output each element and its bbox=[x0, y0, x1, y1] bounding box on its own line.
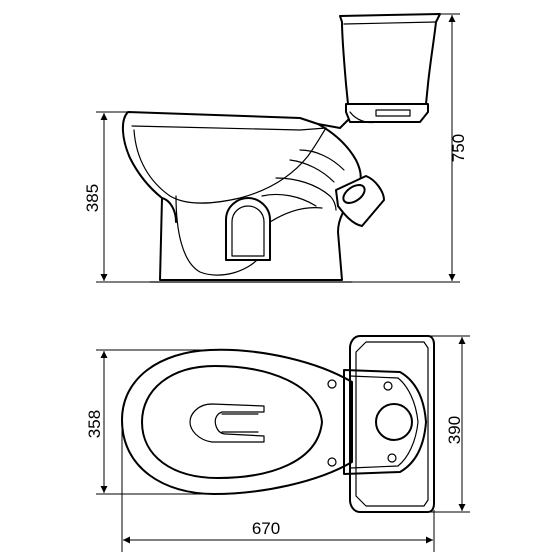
side-access-hole-outer bbox=[225, 197, 271, 261]
dim-390-label: 390 bbox=[445, 416, 464, 444]
top-mount-hole-1 bbox=[327, 379, 337, 389]
side-inner-bowl bbox=[133, 127, 327, 204]
side-trap-inner-3 bbox=[275, 177, 337, 211]
top-bowl-outer bbox=[121, 348, 353, 495]
dim-670-label: 670 bbox=[252, 519, 280, 538]
top-bowl-slot-lines bbox=[221, 413, 259, 433]
side-tank-lid-line bbox=[343, 21, 437, 25]
top-bowl-opening bbox=[189, 403, 265, 443]
dim-750-label: 750 bbox=[449, 134, 468, 162]
side-trap-inner-1 bbox=[299, 149, 345, 171]
side-trap-inner-4 bbox=[261, 193, 317, 207]
top-mount-hole-2 bbox=[327, 457, 337, 467]
top-tank-bolt-1 bbox=[383, 381, 393, 391]
side-dimensions: 385 750 bbox=[83, 13, 468, 283]
top-view bbox=[121, 335, 435, 513]
top-tank-inner bbox=[355, 341, 429, 507]
side-view bbox=[122, 13, 441, 283]
side-trap-inner-5 bbox=[269, 207, 323, 223]
top-bowl-inner bbox=[141, 365, 323, 479]
side-outlet-opening bbox=[342, 184, 366, 204]
side-tank-body bbox=[339, 13, 441, 105]
side-trap-inner-2 bbox=[289, 159, 335, 183]
top-tank-base-inner bbox=[349, 375, 419, 469]
top-tank-outer bbox=[349, 335, 435, 513]
dim-358-label: 358 bbox=[85, 410, 104, 438]
top-tank-bolt-2 bbox=[387, 453, 397, 463]
side-outlet-spigot bbox=[335, 175, 385, 227]
side-tank-seal bbox=[375, 109, 411, 117]
side-trap-curve bbox=[175, 195, 263, 276]
top-dimensions: 358 390 670 bbox=[85, 335, 470, 552]
dim-385-label: 385 bbox=[83, 184, 102, 212]
side-access-hole-inner bbox=[231, 205, 265, 257]
side-trap-outer bbox=[317, 123, 362, 187]
side-tank-base bbox=[345, 103, 429, 123]
side-tank-foot bbox=[349, 111, 379, 124]
top-flush-valve bbox=[375, 403, 413, 441]
top-tank-base bbox=[343, 369, 427, 475]
side-rim-line bbox=[131, 125, 327, 131]
